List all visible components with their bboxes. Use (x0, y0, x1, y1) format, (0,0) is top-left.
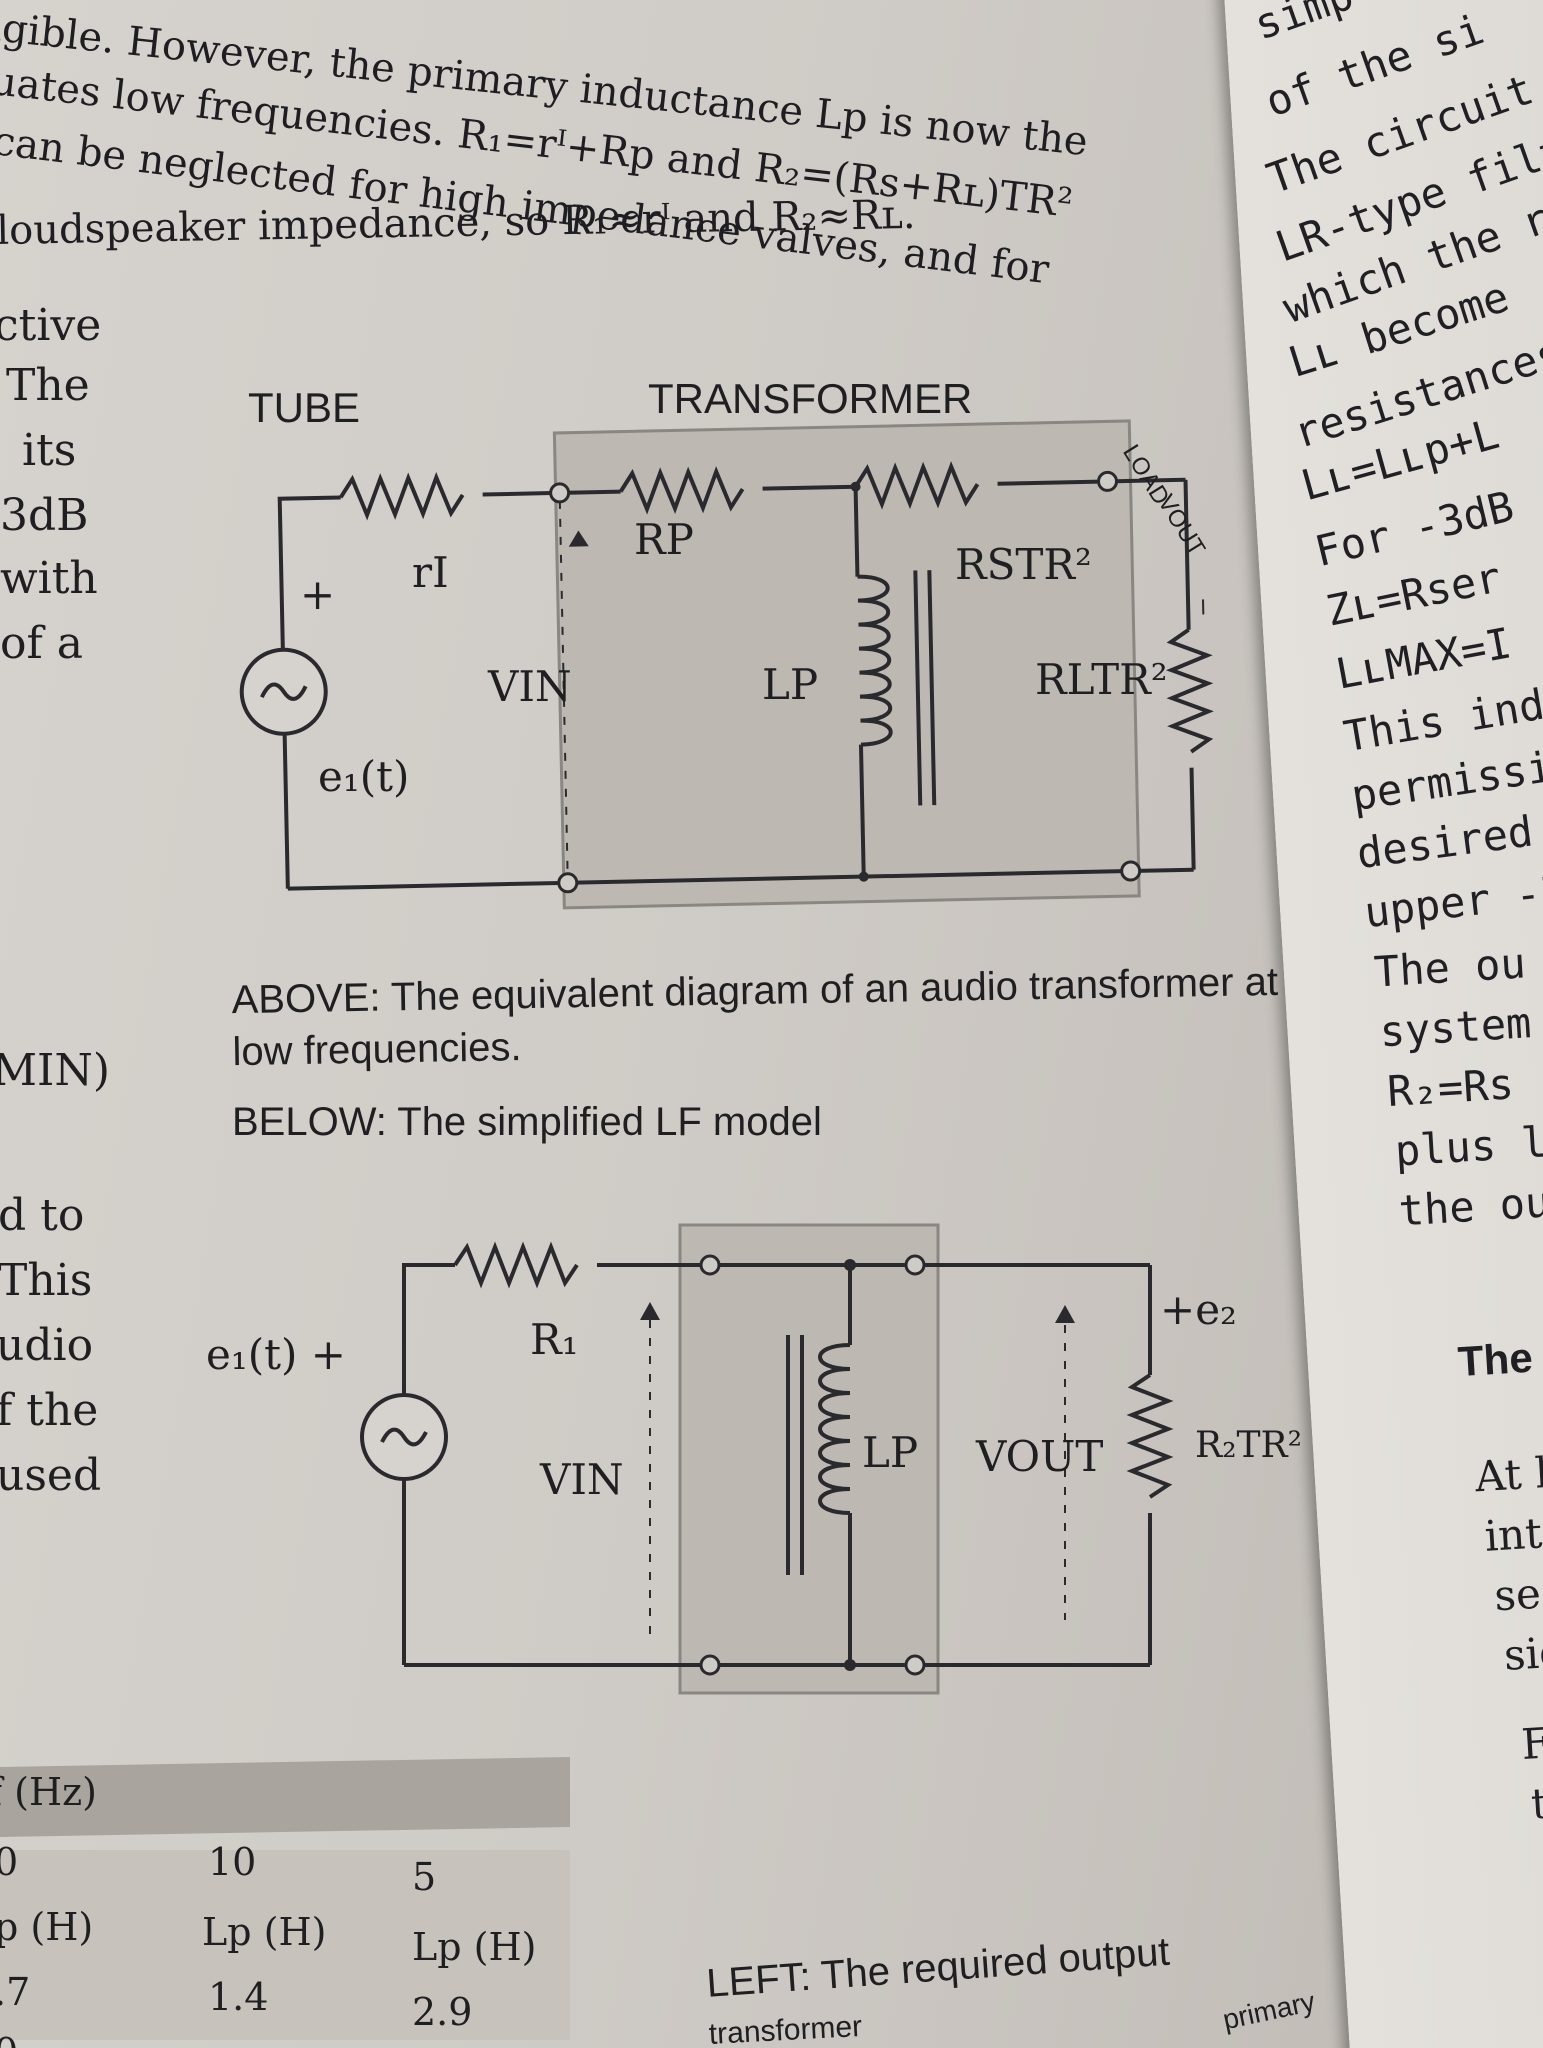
right-line: side (1502, 1625, 1543, 1680)
e2-label: +e₂ (1160, 1285, 1237, 1334)
vin-label: VIN (488, 662, 572, 711)
plus-label: + (300, 570, 336, 619)
right-line: At hi (1473, 1446, 1543, 1502)
table-cell: 0 (0, 1840, 19, 1884)
left-word: This (0, 1255, 93, 1306)
right-line: shu (1539, 1834, 1543, 1889)
vin-label-bottom: VIN (540, 1455, 624, 1504)
right-line: R₂=Rs (1385, 1059, 1516, 1116)
left-word: of a (0, 618, 83, 669)
lp-label-bottom: LP (862, 1428, 919, 1477)
table-cell: .7 (0, 1970, 31, 2014)
ri-label: rI (412, 548, 449, 597)
transformer-label: TRANSFORMER (648, 375, 973, 422)
right-line: plus lo (1393, 1115, 1543, 1176)
right-line: inter (1483, 1505, 1543, 1561)
table-cell: 0 (0, 2030, 18, 2048)
left-word: 3dB (0, 490, 89, 541)
right-heading: The I (1456, 1332, 1543, 1386)
caption-below: BELOW: The simplified LF model (232, 1100, 822, 1144)
left-word: used (0, 1450, 102, 1501)
right-line: upper -3 (1361, 865, 1543, 938)
table-header-cell: f (Hz) (0, 1770, 97, 1814)
transformer-box (678, 1223, 940, 1695)
rltr-label: RLTR² (1035, 655, 1168, 704)
table-cell: Lp (H) (202, 1910, 327, 1954)
right-line: the (1529, 1775, 1543, 1829)
left-word: udio (0, 1320, 94, 1371)
right-line: The ou (1372, 938, 1528, 997)
right-line: system (1378, 998, 1533, 1057)
left-word: with (0, 553, 98, 604)
lp-label: LP (762, 660, 819, 709)
left-word: ctive (0, 300, 102, 351)
right-line: LʟMAX=I (1332, 618, 1516, 699)
transformer-box (552, 419, 1141, 910)
rp-label: RP (634, 515, 694, 564)
right-line: the out (1397, 1175, 1543, 1236)
left-word: its (22, 425, 77, 476)
source-label-bottom: e₁(t) + (206, 1330, 346, 1379)
table-body (0, 1850, 570, 2040)
r1-label: R₁ (530, 1315, 579, 1364)
right-line: seco (1492, 1565, 1543, 1621)
left-word: d to (0, 1190, 85, 1241)
table-cell: p (H) (0, 1905, 94, 1949)
left-word: f the (0, 1385, 99, 1436)
source-label: e₁(t) (318, 752, 410, 801)
left-word: MIN) (0, 1045, 111, 1096)
table-cell: 5 (412, 1855, 437, 1899)
right-line: For (1520, 1715, 1543, 1769)
table-cell: 1.4 (208, 1975, 269, 2019)
table-cell: Lp (H) (412, 1925, 537, 1969)
vout-label-bottom: VOUT (976, 1432, 1104, 1481)
right-line: simp (1247, 0, 1360, 50)
tube-label: TUBE (248, 384, 361, 431)
rstr-label: RSTR² (955, 540, 1092, 589)
table-cell: 10 (208, 1840, 257, 1884)
r2-label: R₂TR² (1195, 1425, 1303, 1466)
left-word: The (6, 360, 90, 411)
table-cell: 2.9 (412, 1990, 473, 2034)
